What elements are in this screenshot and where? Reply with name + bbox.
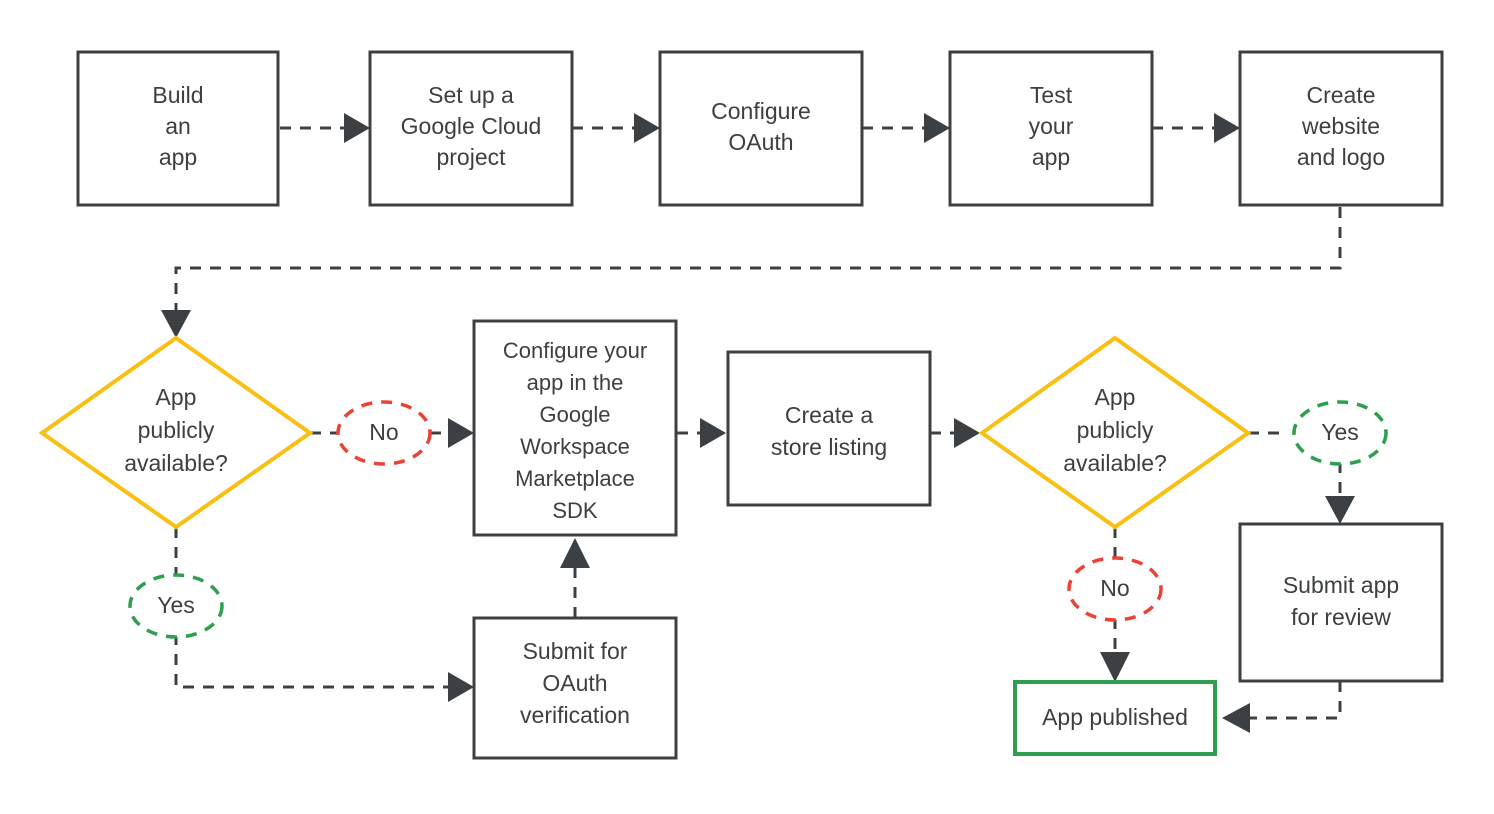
node-submit-app-for-review[interactable]: Submit app for review [1238,522,1444,683]
node-build-an-app-line-2: app [159,144,197,170]
connector-decision2-yes [1248,431,1355,524]
node-configure-sdk-line-0: Configure your [503,338,647,363]
edge-label-decision1-no: No [336,400,432,466]
node-decision-app-publicly-available-1[interactable]: App publicly available? [38,335,314,530]
node-decision-1-line-0: App [156,384,197,410]
node-submit-oauth-verification-line-2: verification [520,702,630,728]
edge-label-decision1-yes-text: Yes [157,592,195,618]
edge-label-decision1-no-text: No [369,419,398,445]
node-test-your-app[interactable]: Test your app [948,50,1154,207]
node-create-store-listing-line-0: Create a [785,402,873,428]
node-create-website-logo-line-2: and logo [1297,144,1385,170]
node-create-website-logo[interactable]: Create website and logo [1238,50,1444,207]
connector-decision1-yes [174,527,474,702]
node-configure-sdk[interactable]: Configure your app in the Google Workspa… [472,319,678,537]
node-submit-app-for-review-line-0: Submit app [1283,572,1399,598]
node-test-your-app-line-0: Test [1030,82,1073,108]
node-setup-gcp-project-line-2: project [436,144,506,170]
node-decision-1-line-2: available? [124,450,228,476]
connector-test-to-website [1152,113,1240,143]
node-configure-sdk-line-5: SDK [552,498,598,523]
node-decision-app-publicly-available-2[interactable]: App publicly available? [978,335,1252,530]
node-build-an-app-line-0: Build [152,82,203,108]
node-submit-oauth-verification-line-1: OAuth [542,670,607,696]
node-configure-sdk-line-1: app in the [527,370,624,395]
node-create-store-listing[interactable]: Create a store listing [726,350,932,507]
node-setup-gcp-project[interactable]: Set up a Google Cloud project [368,50,574,207]
edge-label-decision2-no-text: No [1100,575,1129,601]
node-configure-oauth-line-0: Configure [711,98,811,124]
node-build-an-app[interactable]: Build an app [76,50,280,207]
node-submit-app-for-review-line-1: for review [1291,604,1391,630]
connector-build-to-setup [280,113,370,143]
node-build-an-app-line-1: an [165,113,191,139]
node-test-your-app-line-2: app [1032,144,1070,170]
node-configure-oauth-line-1: OAuth [728,129,793,155]
node-test-your-app-line-1: your [1029,113,1074,139]
edge-label-decision2-yes: Yes [1292,400,1388,466]
node-setup-gcp-project-line-0: Set up a [428,82,514,108]
node-app-published-line-0: App published [1042,704,1188,730]
connector-setup-to-oauth [572,113,660,143]
connector-listing-to-decision2 [930,418,980,448]
edge-label-decision2-yes-text: Yes [1321,419,1359,445]
node-create-website-logo-line-1: website [1301,113,1380,139]
connector-review-to-published [1222,681,1342,733]
node-configure-sdk-line-4: Marketplace [515,466,635,491]
connector-decision2-no [1100,527,1130,682]
node-app-published[interactable]: App published [1013,680,1217,756]
connector-sdk-to-listing [677,418,726,448]
connector-oauth-to-test [862,113,950,143]
node-submit-oauth-verification[interactable]: Submit for OAuth verification [472,616,678,760]
node-decision-2-line-1: publicly [1077,417,1154,443]
connector-oauthverify-to-sdk [560,538,590,618]
node-create-website-logo-line-0: Create [1306,82,1375,108]
node-setup-gcp-project-line-1: Google Cloud [401,113,542,139]
connector-website-to-decision1 [161,207,1342,338]
node-create-store-listing-line-1: store listing [771,434,887,460]
node-decision-1-line-1: publicly [138,417,215,443]
edge-label-decision2-no: No [1067,556,1163,622]
node-decision-2-line-0: App [1095,384,1136,410]
node-decision-2-line-2: available? [1063,450,1167,476]
node-configure-sdk-line-2: Google [540,402,611,427]
node-configure-sdk-line-3: Workspace [520,434,630,459]
node-configure-oauth[interactable]: Configure OAuth [658,50,864,207]
node-submit-oauth-verification-line-0: Submit for [523,638,628,664]
edge-label-decision1-yes: Yes [128,573,224,639]
connector-decision1-no [310,418,474,448]
